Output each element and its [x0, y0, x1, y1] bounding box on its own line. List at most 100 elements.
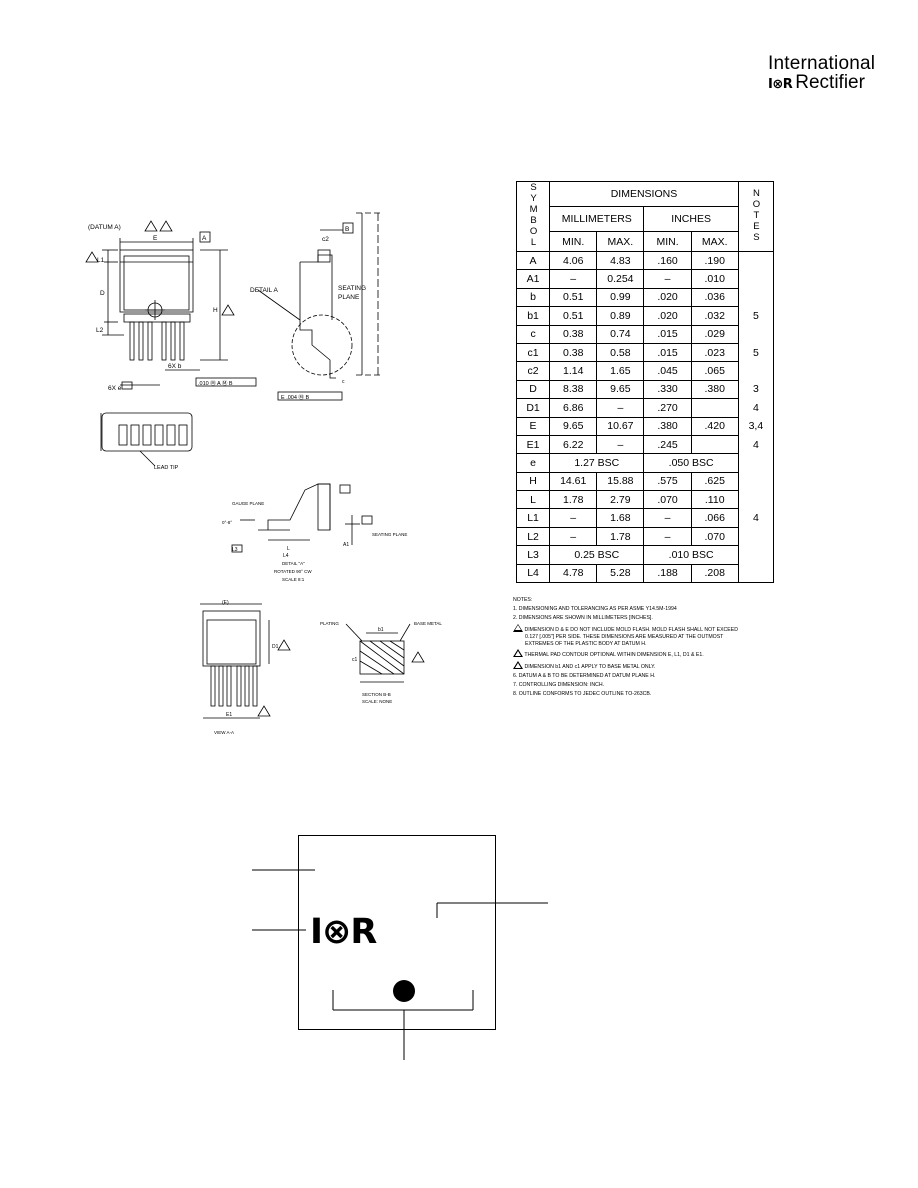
- label-scale-none: SCALE: NONE: [362, 699, 392, 704]
- mm-min-cell: 9.65: [549, 416, 598, 436]
- note-cell: [737, 527, 775, 546]
- label-d1: D1: [272, 644, 279, 650]
- mm-min-cell: 14.61: [549, 471, 598, 492]
- mm-min-cell: 1.14: [549, 361, 598, 381]
- detail-a-profile: [267, 483, 331, 530]
- label-view-aa: VIEW A-A: [214, 730, 234, 735]
- mm-min-cell: –: [549, 508, 598, 528]
- in-min-cell: –: [643, 269, 692, 289]
- note-cell: [737, 250, 775, 270]
- table-row: A1–0.254–.010: [515, 269, 775, 289]
- label-seating-plane: SEATING PLANE: [372, 532, 407, 537]
- symbol-cell: L3: [515, 545, 551, 565]
- logo-line-1: International: [768, 53, 876, 74]
- note-4-triangle-icon: [513, 649, 523, 658]
- label-a-box: A: [202, 235, 207, 242]
- note-6: 6. DATUM A & B TO BE DETERMINED AT DATUM…: [513, 673, 656, 680]
- in-bsc-cell: .010 BSC: [643, 545, 739, 565]
- note-cell: [737, 269, 775, 289]
- symbol-cell: c2: [515, 361, 551, 381]
- mm-max-cell: 15.88: [596, 471, 645, 492]
- in-min-cell: .160: [643, 250, 692, 271]
- label-l1: L1: [97, 257, 105, 264]
- part-marking-leaders: [252, 869, 548, 1060]
- label-b1: b1: [378, 627, 384, 633]
- millimeters-header: MILLIMETERS: [549, 206, 645, 232]
- label-tol1: .010 Ⓜ A Ⓜ B: [198, 379, 233, 387]
- label-tol2: E .004 Ⓜ B: [281, 393, 309, 401]
- note-2: 2. DIMENSIONS ARE SHOWN IN MILLIMETERS […: [513, 614, 653, 621]
- note-cell: 4: [737, 398, 775, 418]
- note-1: 1. DIMENSIONING AND TOLERANCING AS PER A…: [513, 605, 677, 612]
- symbol-cell: e: [515, 453, 551, 473]
- label-plane: PLANE: [338, 294, 360, 301]
- mm-min-header: MIN.: [549, 231, 598, 252]
- symbol-cell: c: [515, 324, 551, 344]
- mm-min-cell: 4.78: [549, 563, 598, 584]
- mm-max-cell: 1.78: [596, 526, 645, 547]
- symbol-cell: A1: [515, 269, 551, 289]
- in-max-cell: .066: [690, 508, 739, 528]
- symbol-cell: b: [515, 287, 551, 308]
- side-view-profile: [299, 262, 336, 379]
- symbol-cell: D1: [515, 398, 551, 418]
- label-gauge-plane: GAUGE PLANE: [232, 501, 264, 506]
- in-min-header: MIN.: [643, 231, 692, 252]
- view-aa-body: [202, 610, 261, 667]
- in-min-cell: .070: [643, 490, 692, 510]
- in-min-cell: .330: [643, 379, 692, 400]
- in-max-cell: .023: [690, 342, 739, 363]
- symbol-cell: b1: [515, 306, 551, 326]
- mm-min-cell: 0.51: [549, 287, 598, 308]
- in-min-cell: .015: [643, 324, 692, 344]
- end-view-body: [101, 412, 193, 452]
- note-cell: 5: [737, 306, 775, 326]
- view-aa-leads: [210, 665, 258, 707]
- notes-header-cell: NOTES: [737, 181, 775, 252]
- mm-max-cell: –: [596, 434, 645, 455]
- mm-max-cell: 5.28: [596, 563, 645, 584]
- in-min-cell: .188: [643, 563, 692, 584]
- in-bsc-cell: .050 BSC: [643, 453, 739, 473]
- top-view-leads: [129, 321, 185, 361]
- label-c1: c1: [352, 657, 358, 663]
- mm-max-cell: 1.65: [596, 361, 645, 381]
- in-max-cell: .110: [690, 490, 739, 510]
- label-seating: SEATING: [338, 285, 366, 292]
- note-3-triangle-icon: [513, 623, 523, 632]
- label-l2: L2: [96, 327, 104, 334]
- in-min-cell: –: [643, 508, 692, 528]
- in-max-header: MAX.: [690, 231, 739, 252]
- mm-max-cell: 0.99: [596, 287, 645, 308]
- symbol-header: SYMBOL: [528, 182, 540, 248]
- in-max-cell: .625: [690, 471, 739, 492]
- note-cell: [737, 361, 775, 381]
- note-8: 8. OUTLINE CONFORMS TO JEDEC OUTLINE TO-…: [513, 691, 652, 698]
- symbol-cell: L2: [515, 526, 551, 547]
- notes-section: NOTES: 1. DIMENSIONING AND TOLERANCING A…: [511, 597, 811, 698]
- mm-bsc-cell: 0.25 BSC: [549, 545, 645, 565]
- label-a1: A1: [343, 542, 349, 548]
- note-cell: [737, 490, 775, 509]
- label-scale: SCALE 8:1: [282, 577, 305, 582]
- note-cell: [737, 288, 775, 307]
- label-b-box: B: [345, 226, 349, 233]
- note-cell: 5: [737, 343, 775, 362]
- in-min-cell: .015: [643, 342, 692, 363]
- in-max-cell: .380: [690, 379, 739, 400]
- mm-max-cell: 4.83: [596, 250, 645, 271]
- mm-max-cell: 0.254: [596, 269, 645, 289]
- in-min-cell: .380: [643, 416, 692, 436]
- in-max-cell: [690, 434, 739, 455]
- label-l3: L3: [232, 547, 238, 553]
- mm-min-cell: 0.51: [549, 306, 598, 326]
